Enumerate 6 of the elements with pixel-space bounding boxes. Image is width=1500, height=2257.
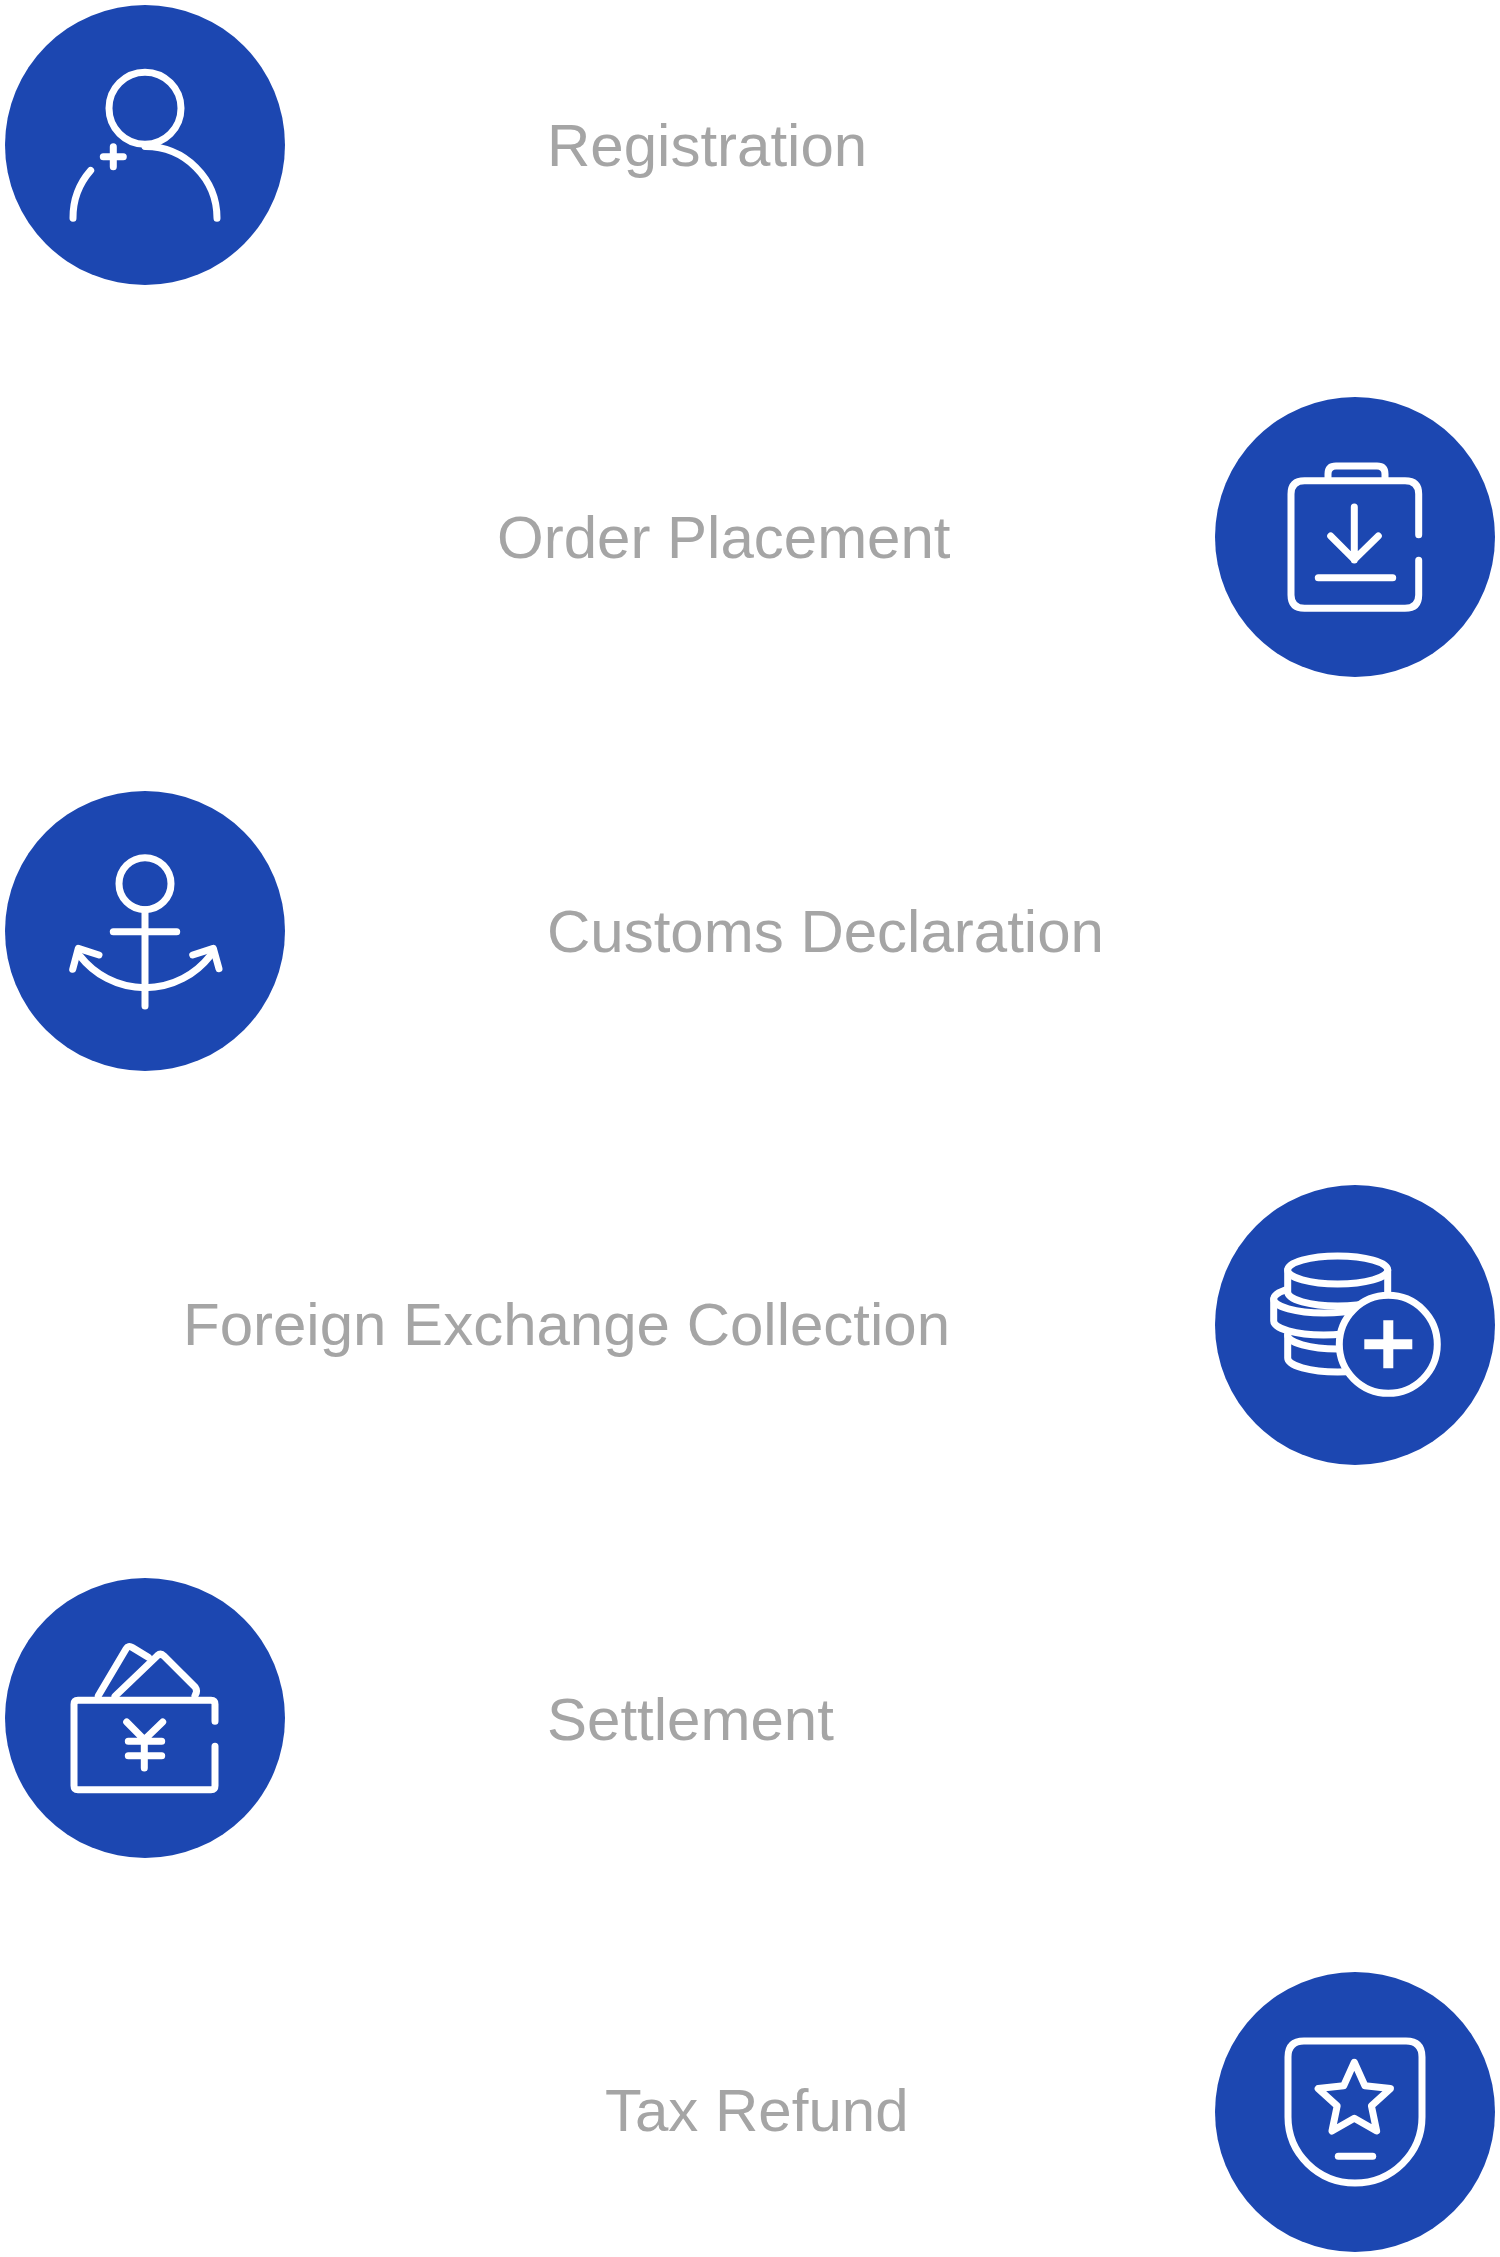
step-label: Foreign Exchange Collection bbox=[183, 1289, 951, 1360]
step-label: Registration bbox=[547, 110, 868, 181]
step-label: Order Placement bbox=[497, 502, 951, 573]
step-label: Settlement bbox=[547, 1684, 834, 1755]
step-label: Tax Refund bbox=[605, 2075, 909, 2146]
step-label: Customs Declaration bbox=[547, 896, 1104, 967]
